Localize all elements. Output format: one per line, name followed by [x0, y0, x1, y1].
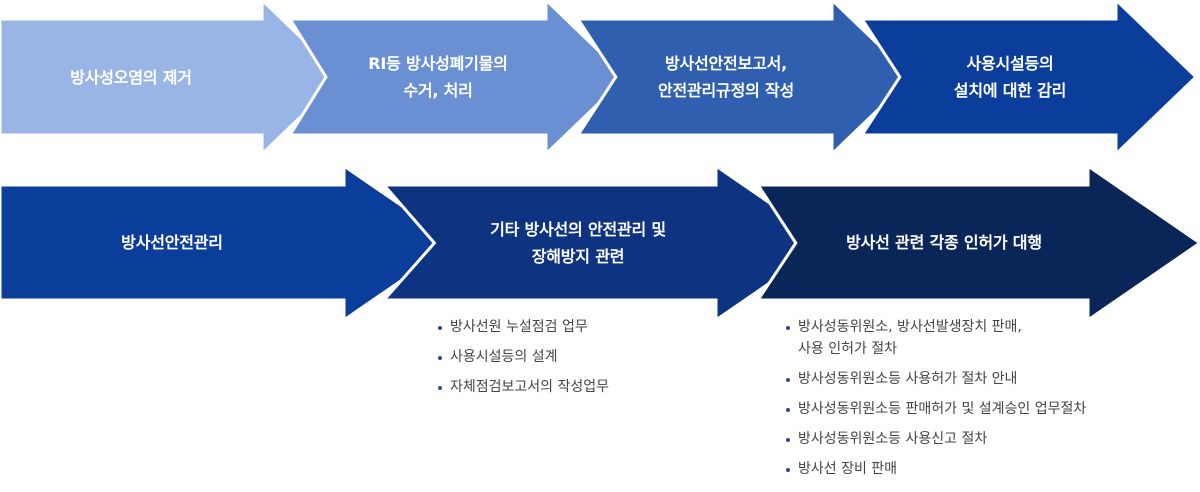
list-item: 방사성동위원소등 사용허가 절차 안내: [784, 368, 1086, 390]
row1-arrow-4: [859, 0, 1199, 158]
arrow-label-line: 방사선안전관리: [121, 233, 223, 252]
list-item: 방사성동위원소등 판매허가 및 설계승인 업무절차: [784, 398, 1086, 420]
arrow-label-line: 방사성오염의 제거: [70, 67, 192, 87]
arrow-label-line: 방사선안전보고서,: [664, 54, 788, 73]
row1-arrow-2: [287, 0, 629, 158]
row2-arrow-3: [755, 163, 1200, 323]
arrow-label-line: 기타 방사선의 안전관리 및: [490, 219, 666, 239]
arrow-label-line: 사용시설등의: [966, 54, 1054, 73]
list-item: 자체점검보고서의 작성업무: [436, 376, 609, 398]
arrow-label-line: 장해방지 관련: [531, 246, 625, 266]
row1-arrow-1-label: 방사성오염의 제거: [0, 19, 262, 135]
row1-arrow-3-label: 방사선안전보고서, 안전관리규정의 작성: [620, 19, 832, 135]
arrow-label-line: RI등 방사성폐기물의: [368, 54, 508, 73]
list-item: 사용시설등의 설계: [436, 346, 609, 368]
row1-arrow-3: [575, 0, 915, 158]
list-item: 방사선 장비 판매: [784, 458, 1086, 480]
list-item: 방사선원 누설점검 업무: [436, 316, 609, 338]
arrow-label-line: 방사선 관련 각종 인허가 대행: [846, 233, 1042, 252]
arrow-label-line: 안전관리규정의 작성: [657, 81, 795, 100]
row2-arrow-1-label: 방사선안전관리: [0, 185, 344, 300]
row2-arrow-2: [380, 163, 831, 323]
list-item: 방사성동위원소등 사용신고 절차: [784, 428, 1086, 450]
arrow-label-line: 설치에 대한 감리: [953, 81, 1067, 100]
arrow-label-line: 수거, 처리: [403, 81, 473, 100]
row2-arrow-3-label: 방사선 관련 각종 인허가 대행: [800, 185, 1088, 300]
list-item: 방사성동위원소, 방사선발생장치 판매, 사용 인허가 절차: [784, 316, 1086, 360]
